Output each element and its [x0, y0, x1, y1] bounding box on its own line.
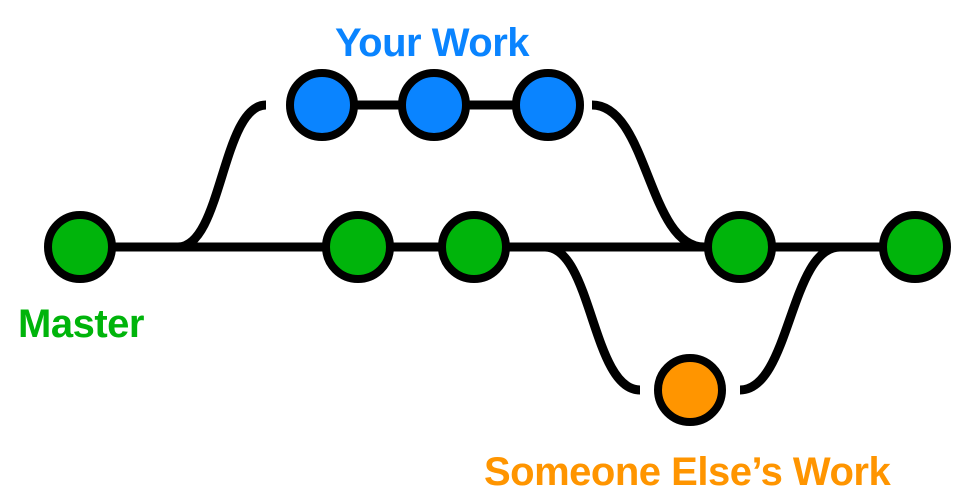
commit-node-master-2[interactable] [322, 211, 394, 283]
label-layer: Your Work Master Someone Else’s Work [18, 21, 892, 494]
branch-label-your-work: Your Work [335, 21, 530, 65]
commit-node-your-work-3[interactable] [512, 69, 584, 141]
your-work-merge-curve [591, 100, 705, 252]
node-layer [44, 69, 951, 426]
commit-node-your-work-1[interactable] [286, 69, 358, 141]
commit-node-someone-elses-work-1[interactable] [654, 354, 726, 426]
commit-node-master-4-merge[interactable] [704, 211, 776, 283]
someone-elses-work-merge-curve [739, 242, 841, 395]
branch-label-someone-elses-work: Someone Else’s Work [484, 450, 891, 494]
your-work-branch-out-curve [177, 100, 267, 252]
commit-node-master-5[interactable] [879, 211, 951, 283]
branch-label-master: Master [18, 302, 144, 346]
commit-node-master-3[interactable] [438, 211, 510, 283]
someone-elses-work-branch-out-curve [544, 242, 641, 395]
commit-node-master-1[interactable] [44, 211, 116, 283]
commit-node-your-work-2[interactable] [398, 69, 470, 141]
